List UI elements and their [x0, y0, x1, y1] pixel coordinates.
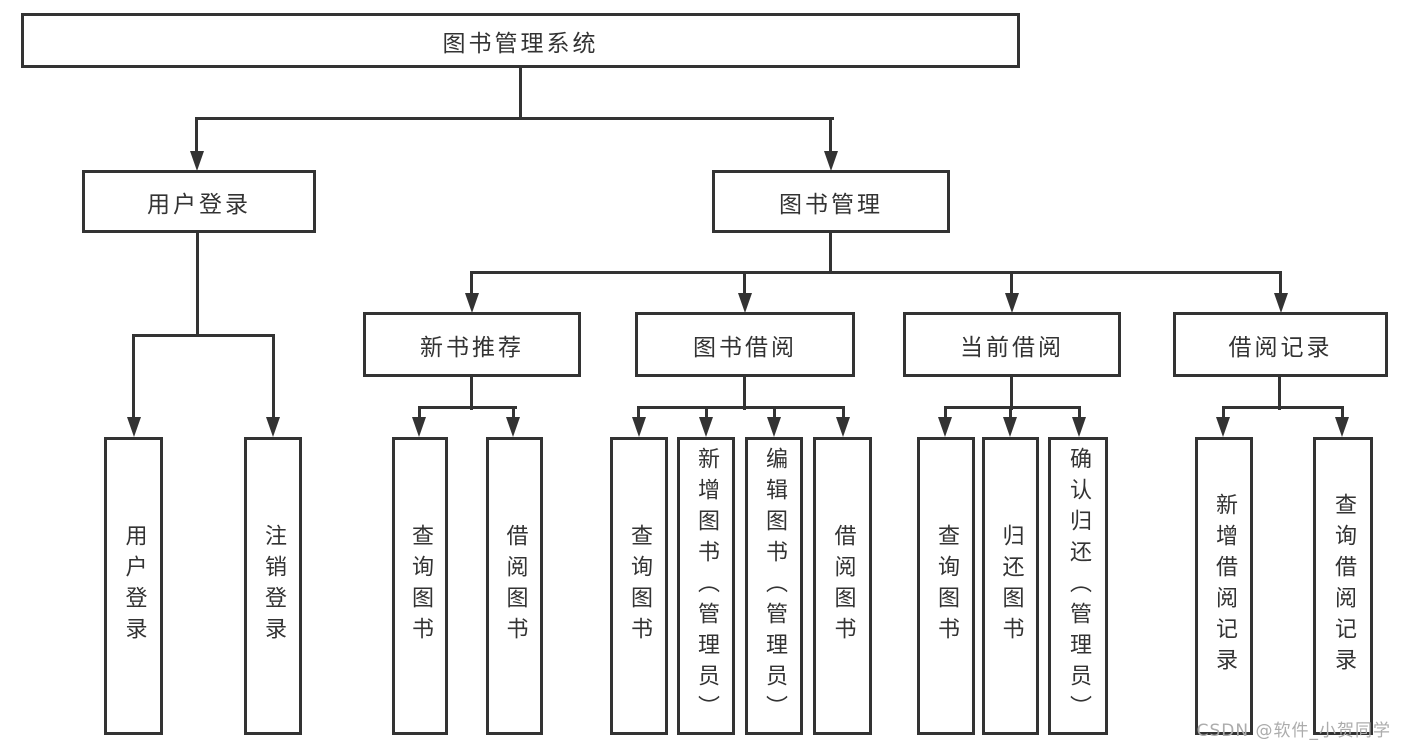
edge-book-borrow-stem-2 [705, 406, 708, 419]
arrow-down-icon [1072, 417, 1086, 437]
edge-current-borrow-stem-1 [944, 406, 947, 419]
edge-user-login-bar [132, 334, 275, 337]
leaf-query-borrow-record: 查询借阅记录 [1313, 437, 1373, 735]
edge-new-book-recommend-bar [418, 406, 517, 409]
leaf-return-book-label: 归还图书 [998, 524, 1024, 648]
leaf-add-borrow-record-label: 新增借阅记录 [1212, 493, 1237, 679]
edge-book-borrow-trunk [743, 377, 746, 410]
arrow-down-icon [1335, 417, 1349, 437]
leaf-add-book-admin-label: 新增图书（管理员） [694, 446, 719, 726]
edge-stem-new-book-recommend [470, 271, 473, 295]
edge-new-book-recommend-trunk [470, 377, 473, 410]
leaf-query-books-2: 查询图书 [610, 437, 668, 735]
node-book-management: 图书管理 [712, 170, 950, 233]
leaf-confirm-return-admin-label: 确认归还（管理员） [1066, 446, 1091, 726]
node-book-management-label: 图书管理 [779, 191, 883, 218]
arrow-down-icon [412, 417, 426, 437]
node-user-login: 用户登录 [82, 170, 316, 233]
arrow-down-icon [836, 417, 850, 437]
leaf-user-login-label: 用户登录 [121, 524, 147, 648]
leaf-logout: 注销登录 [244, 437, 302, 735]
leaf-return-book: 归还图书 [982, 437, 1039, 735]
node-new-book-recommend: 新书推荐 [363, 312, 581, 377]
leaf-query-books-2-label: 查询图书 [627, 524, 652, 648]
arrow-down-icon [190, 151, 204, 171]
edge-borrow-records-stem-2 [1341, 406, 1344, 419]
leaf-logout-label: 注销登录 [261, 524, 286, 648]
edge-book-borrow-stem-1 [637, 406, 640, 419]
arrow-down-icon [938, 417, 952, 437]
leaf-add-borrow-record: 新增借阅记录 [1195, 437, 1253, 735]
node-current-borrow-label: 当前借阅 [960, 334, 1064, 361]
edge-book-borrow-bar [637, 406, 845, 409]
node-user-login-label: 用户登录 [147, 191, 251, 218]
edge-current-borrow-stem-2 [1009, 406, 1012, 419]
edge-current-borrow-stem-3 [1078, 406, 1081, 419]
edge-new-rec-stem-2 [512, 406, 515, 419]
edge-borrow-records-stem-1 [1222, 406, 1225, 419]
edge-user-login-trunk [196, 233, 199, 337]
edge-stem-book-borrow [743, 271, 746, 295]
edge-user-login-stem-1 [132, 334, 135, 419]
edge-root-trunk [519, 68, 522, 120]
arrow-down-icon [506, 417, 520, 437]
edge-stem-borrow-records [1279, 271, 1282, 295]
arrow-down-icon [738, 293, 752, 313]
edge-borrow-records-bar [1222, 406, 1344, 409]
arrow-down-icon [1274, 293, 1288, 313]
arrow-down-icon [824, 151, 838, 171]
node-new-book-recommend-label: 新书推荐 [420, 334, 524, 361]
edge-stem-current-borrow [1010, 271, 1013, 295]
node-book-borrow: 图书借阅 [635, 312, 855, 377]
edge-root-stem-book-management [829, 117, 832, 154]
leaf-user-login: 用户登录 [104, 437, 163, 735]
edge-new-rec-stem-1 [418, 406, 421, 419]
edge-user-login-stem-2 [272, 334, 275, 419]
edge-current-borrow-bar [944, 406, 1081, 409]
leaf-add-book-admin: 新增图书（管理员） [677, 437, 735, 735]
leaf-confirm-return-admin: 确认归还（管理员） [1048, 437, 1108, 735]
leaf-borrow-books-1-label: 借阅图书 [502, 524, 528, 648]
arrow-down-icon [266, 417, 280, 437]
leaf-borrow-books-2: 借阅图书 [813, 437, 872, 735]
edge-book-management-bar [470, 271, 1282, 274]
arrow-down-icon [1216, 417, 1230, 437]
node-current-borrow: 当前借阅 [903, 312, 1121, 377]
leaf-borrow-books-2-label: 借阅图书 [830, 524, 856, 648]
leaf-query-books-1-label: 查询图书 [408, 524, 433, 648]
arrow-down-icon [632, 417, 646, 437]
arrow-down-icon [699, 417, 713, 437]
watermark: CSDN @软件_小贺同学 [1196, 721, 1391, 741]
edge-borrow-records-trunk [1278, 377, 1281, 410]
node-book-borrow-label: 图书借阅 [693, 334, 797, 361]
edge-book-borrow-stem-4 [842, 406, 845, 419]
arrow-down-icon [465, 293, 479, 313]
arrow-down-icon [127, 417, 141, 437]
node-root: 图书管理系统 [21, 13, 1020, 68]
edge-root-bar [195, 117, 834, 120]
leaf-query-books-3: 查询图书 [917, 437, 975, 735]
leaf-query-books-3-label: 查询图书 [934, 524, 959, 648]
node-borrow-records: 借阅记录 [1173, 312, 1388, 377]
arrow-down-icon [1005, 293, 1019, 313]
node-borrow-records-label: 借阅记录 [1228, 334, 1333, 361]
leaf-query-books-1: 查询图书 [392, 437, 448, 735]
edge-book-borrow-stem-3 [773, 406, 776, 419]
edge-book-management-trunk [829, 233, 832, 274]
leaf-edit-book-admin-label: 编辑图书（管理员） [762, 446, 787, 726]
leaf-borrow-books-1: 借阅图书 [486, 437, 543, 735]
leaf-edit-book-admin: 编辑图书（管理员） [745, 437, 803, 735]
arrow-down-icon [767, 417, 781, 437]
edge-root-stem-user-login [195, 117, 198, 154]
node-root-label: 图书管理系统 [442, 30, 599, 57]
edge-current-borrow-trunk [1010, 377, 1013, 410]
arrow-down-icon [1003, 417, 1017, 437]
leaf-query-borrow-record-label: 查询借阅记录 [1331, 493, 1356, 679]
